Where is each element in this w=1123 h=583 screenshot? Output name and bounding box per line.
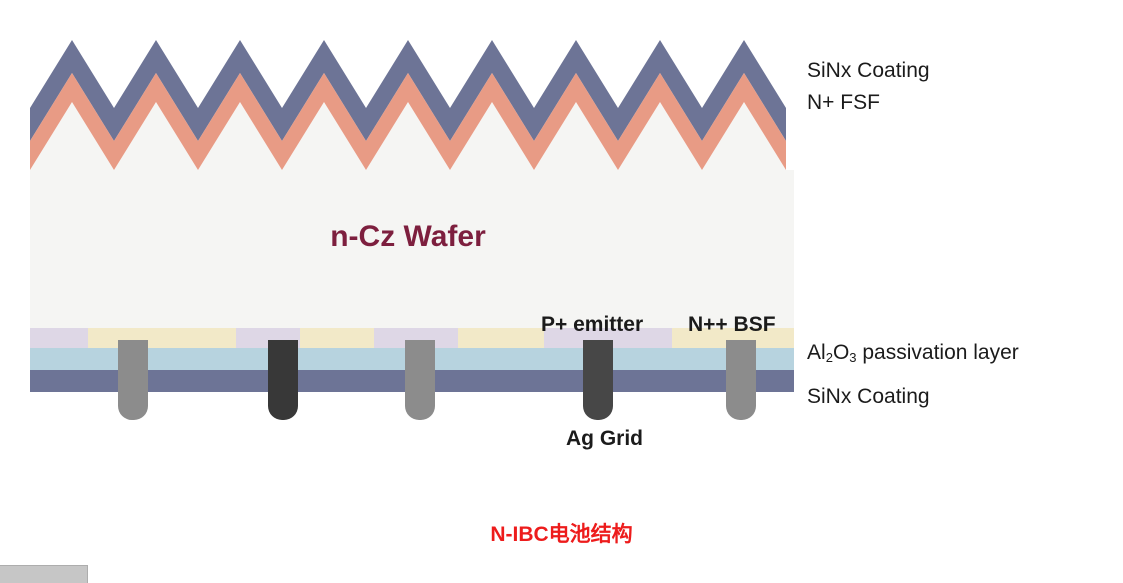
rear-doped-stripe: [30, 328, 88, 348]
rear-doped-stripe: [374, 328, 458, 348]
rear-doped-stripe: [544, 328, 672, 348]
bottom-left-gray-bar: [0, 565, 88, 583]
rear-doped-stripe: [672, 328, 794, 348]
label-sinx-coating-bottom: SiNx Coating: [807, 385, 930, 408]
n-fsf-layer-shape: [30, 73, 786, 170]
ag-grid-contact: [118, 340, 148, 420]
al2o3-text-pre: Al: [807, 341, 826, 364]
ag-grid-contact: [726, 340, 756, 420]
label-p-emitter: P+ emitter: [541, 313, 644, 336]
rear-doped-stripe: [300, 328, 374, 348]
sinx-top-layer-shape: [30, 40, 786, 141]
al2o3-text-mid: O: [832, 341, 850, 364]
wafer-body-shape: [30, 102, 794, 330]
ag-grid-contact: [268, 340, 298, 420]
al2o3-subscript-3: 3: [849, 349, 857, 365]
wafer-label: n-Cz Wafer: [330, 220, 486, 253]
ag-grid-contact: [405, 340, 435, 420]
al2o3-subscript-2: 2: [825, 349, 833, 365]
rear-doped-stripe: [458, 328, 544, 348]
ag-grid-contact: [583, 340, 613, 420]
diagram-caption: N-IBC电池结构: [490, 523, 633, 546]
label-sinx-coating-top: SiNx Coating: [807, 59, 930, 82]
al2o3-text-rest: passivation layer: [856, 341, 1019, 364]
label-al2o3-passivation: Al2O3 passivation layer: [807, 340, 1019, 370]
rear-doped-stripe: [88, 328, 236, 348]
label-n-fsf: N+ FSF: [807, 91, 880, 114]
label-n-bsf: N++ BSF: [688, 313, 776, 336]
label-ag-grid: Ag Grid: [566, 427, 643, 450]
